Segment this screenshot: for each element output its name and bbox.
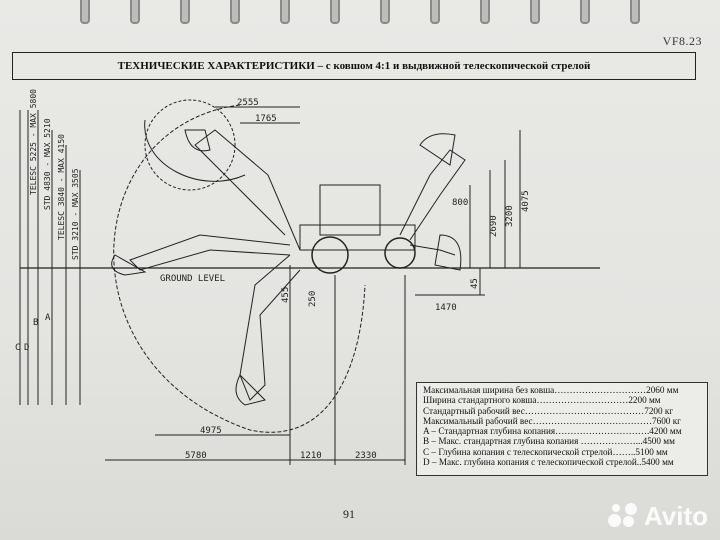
dim-bottom-5780: 5780 — [185, 451, 207, 461]
dim-top-1765: 1765 — [255, 114, 277, 124]
spec-row: A – Стандартная глубина копания………………………… — [423, 426, 682, 437]
dim-bottom-1210: 1210 — [300, 451, 322, 461]
vlabel-std-4830: STD 4830 - MAX 5210 — [43, 118, 52, 210]
binding-ring — [580, 0, 590, 24]
dim-455: 455 — [281, 287, 291, 303]
spec-row: Ширина стандартного ковша…………………………2200 … — [423, 395, 661, 406]
spec-row: D – Макс. глубина копания с телескопичес… — [423, 457, 674, 468]
depth-letter-d: D — [24, 343, 29, 353]
binding-ring — [180, 0, 190, 24]
binding-ring — [480, 0, 490, 24]
vlabel-std-3210: STD 3210 - MAX 3505 — [71, 168, 80, 260]
binding-ring — [530, 0, 540, 24]
page-number: 91 — [343, 507, 355, 521]
dim-bottom-2330: 2330 — [355, 451, 377, 461]
depth-letter-c: C — [15, 343, 20, 353]
vlabel-telesc-5225: TELESC 5225 - MAX 5800 — [29, 89, 38, 195]
binding-ring — [80, 0, 90, 24]
dim-250: 250 — [308, 291, 318, 307]
binding-ring — [380, 0, 390, 24]
binding-ring — [330, 0, 340, 24]
vlabel-telesc-3840: TELESC 3840 - MAX 4150 — [57, 134, 66, 240]
dim-bottom-4975: 4975 — [200, 426, 222, 436]
page-title: ТЕХНИЧЕСКИЕ ХАРАКТЕРИСТИКИ – с ковшом 4:… — [12, 52, 696, 80]
spec-row: Максимальная ширина без ковша…………………………2… — [423, 385, 679, 395]
binding-ring — [430, 0, 440, 24]
depth-letter-a: A — [45, 313, 51, 323]
avito-brand-text: Avito — [643, 501, 708, 531]
depth-letter-b: B — [33, 318, 38, 328]
model-code: VF8.23 — [662, 34, 702, 48]
dim-loader-1470: 1470 — [435, 303, 457, 313]
avito-logo-icon — [607, 502, 638, 532]
binding-ring — [280, 0, 290, 24]
dim-loader-800: 800 — [452, 198, 468, 208]
spec-row: Стандартный рабочий вес…………………………………7200… — [423, 405, 674, 416]
spec-row: C – Глубина копания с телескопической ст… — [423, 446, 668, 457]
dim-loader-4075: 4075 — [521, 190, 531, 212]
spiral-binding — [60, 0, 680, 24]
dim-loader-45: 45 — [470, 278, 480, 289]
specifications-table: Максимальная ширина без ковша…………………………2… — [416, 382, 708, 476]
dim-loader-2690: 2690 — [489, 215, 499, 237]
binding-ring — [630, 0, 640, 24]
dim-top-2555: 2555 — [237, 98, 259, 108]
spec-row: Максимальный рабочий вес…………………………………760… — [423, 415, 681, 426]
spec-row: B – Макс. стандартная глубина копания ……… — [423, 436, 675, 447]
binding-ring — [130, 0, 140, 24]
dim-loader-3200: 3200 — [505, 205, 515, 227]
backhoe-dimension-diagram: 2555 1765 4975 5780 1210 2330 455 250 80… — [15, 89, 600, 465]
ground-level-label: GROUND LEVEL — [160, 274, 225, 284]
avito-watermark: Avito — [607, 501, 708, 532]
binding-ring — [230, 0, 240, 24]
